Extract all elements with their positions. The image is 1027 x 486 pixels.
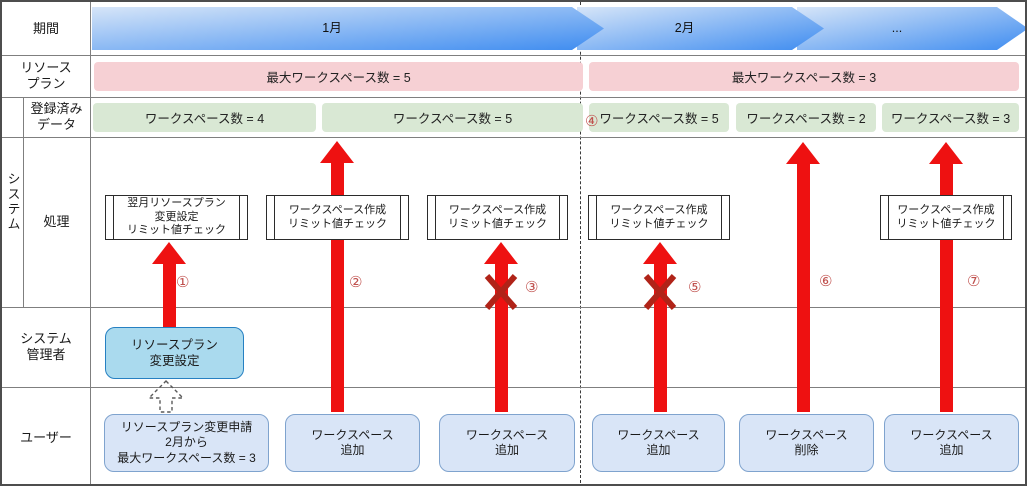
lane-label-admin: システム 管理者 — [20, 331, 72, 362]
user-action-box-5: ワークスペース 削除 — [739, 414, 874, 472]
lane-label-period: 期間 — [32, 20, 59, 36]
step-label-6: ⑥ — [819, 273, 833, 290]
period-label-january: 1月 — [322, 21, 342, 35]
user-action-box-4: ワークスペース 追加 — [592, 414, 725, 472]
flow-arrow-7 — [929, 142, 963, 412]
process-box-1: 翌月リソースプラン 変更設定 リミット値チェック — [105, 195, 248, 240]
user-action-box-1: リソースプラン変更申請 2月から 最大ワークスペース数 = 3 — [104, 414, 269, 472]
lane-label-resource-plan: リソース プラン — [20, 60, 72, 91]
lane-label-user: ユーザー — [20, 429, 72, 445]
user-action-box-6: ワークスペース 追加 — [884, 414, 1019, 472]
step-label-1: ① — [176, 274, 190, 291]
system-sublabel-border — [23, 97, 24, 307]
month-divider-dashed-line — [580, 2, 581, 484]
resource-plan-bar-feb: 最大ワークスペース数 = 3 — [589, 62, 1019, 91]
step-label-4: ④ — [585, 113, 599, 130]
flow-arrow-5 — [643, 242, 677, 412]
lane-label-system: システム — [5, 172, 21, 232]
fail-x-icon-step5 — [643, 274, 677, 310]
period-arrow-etc — [797, 7, 1025, 50]
flow-arrow-1 — [152, 242, 186, 327]
step-label-7: ⑦ — [967, 273, 981, 290]
period-label-february: 2月 — [674, 21, 695, 35]
registered-data-bar-2: ワークスペース数 = 5 — [322, 103, 583, 132]
row-border-resource-plan-bottom — [2, 97, 1025, 98]
label-column-border — [90, 2, 91, 484]
row-border-admin-bottom — [2, 387, 1025, 388]
row-border-period-bottom — [2, 55, 1025, 56]
process-box-3: ワークスペース作成 リミット値チェック — [427, 195, 568, 240]
step-label-3: ③ — [525, 279, 539, 296]
period-header-arrows — [92, 7, 1025, 50]
registered-data-bar-4: ワークスペース数 = 2 — [736, 103, 876, 132]
period-label-etc: ... — [891, 21, 903, 35]
lane-label-process: 処理 — [43, 214, 70, 229]
lane-label-registered-data: 登録済み データ — [30, 101, 83, 132]
registered-data-bar-1: ワークスペース数 = 4 — [93, 103, 316, 132]
flow-arrow-6 — [786, 142, 820, 412]
registered-data-bar-3: ワークスペース数 = 5 — [589, 103, 729, 132]
fail-x-icon-step3 — [484, 274, 518, 310]
process-box-5: ワークスペース作成 リミット値チェック — [588, 195, 730, 240]
step-label-2: ② — [349, 274, 363, 291]
period-arrow-february — [577, 7, 824, 50]
process-box-7: ワークスペース作成 リミット値チェック — [880, 195, 1012, 240]
user-action-box-3: ワークスペース 追加 — [439, 414, 575, 472]
registered-data-bar-5: ワークスペース数 = 3 — [882, 103, 1019, 132]
admin-action-box: リソースプラン 変更設定 — [105, 327, 244, 379]
user-action-box-2: ワークスペース 追加 — [285, 414, 420, 472]
dashed-request-arrow-icon — [148, 380, 184, 413]
row-border-registered-data-bottom — [2, 137, 1025, 138]
period-arrow-january — [92, 7, 604, 50]
resource-plan-bar-jan: 最大ワークスペース数 = 5 — [94, 62, 583, 91]
process-box-2: ワークスペース作成 リミット値チェック — [266, 195, 409, 240]
flow-arrow-3 — [484, 242, 518, 412]
step-label-5: ⑤ — [688, 279, 702, 296]
